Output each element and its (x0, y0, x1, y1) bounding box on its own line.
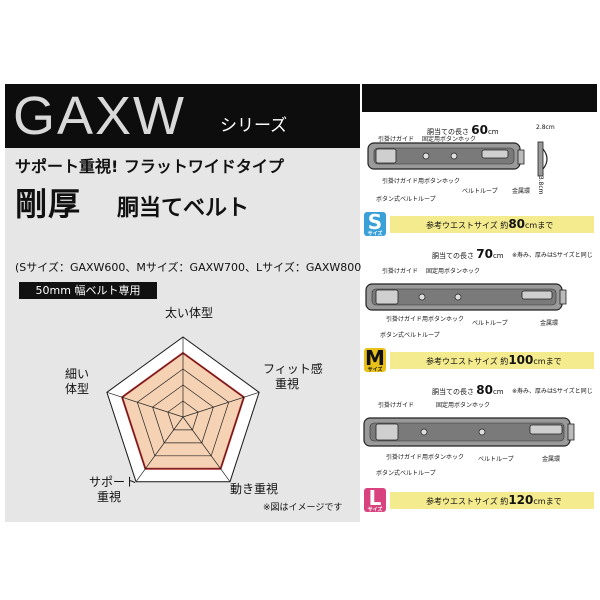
product-name-sub: 胴当てベルト (117, 196, 250, 221)
belt-length: 胴当ての長さ 60cm (427, 123, 499, 137)
belt-length: 胴当ての長さ 80cm (432, 383, 504, 397)
metal-ring (559, 289, 567, 305)
button-hook (478, 428, 486, 436)
radar-chart (106, 336, 260, 483)
hook-guide (375, 423, 399, 441)
button-hook (420, 428, 428, 436)
label-hook-button: 引掛けガイド用ボタンホック (386, 316, 465, 323)
label-belt-loop: ベルトループ (462, 188, 498, 195)
belt-loop (521, 290, 553, 300)
waist-size-s: 参考ウエストサイズ 約80cmまで (390, 216, 594, 233)
radar-spoke (182, 416, 231, 482)
radar-label-bottom-left-1: サポート (89, 475, 138, 489)
belt-loop (481, 149, 509, 159)
radar-spoke (106, 391, 184, 418)
size-model-list: (Sサイズ：GAXW600、Mサイズ：GAXW700、Lサイズ：GAXW800) (15, 261, 366, 274)
belt-diagram (363, 417, 575, 447)
label-button-loop: ボタン式ベルトループ (380, 332, 440, 339)
title-bar: GAXW シリーズ (5, 84, 360, 148)
label-metal-ring: 金属環 (540, 320, 559, 327)
label-hook-button: 引掛けガイド用ボタンホック (382, 178, 461, 185)
radar-label-top: 太い体型 (165, 306, 214, 320)
button-hook (454, 293, 462, 301)
right-top-bar (362, 84, 597, 112)
belt-block-m: 胴当ての長さ 70cm ※寿み、厚みはSサイズと同じ 引掛けガイド 固定用ボタン… (362, 244, 597, 384)
width-badge: 50mm 幅ベルト専用 (19, 282, 157, 299)
image-note: ※図はイメージです (263, 503, 343, 513)
label-button-hook: 固定用ボタンホック (426, 268, 481, 275)
belt-inner-band (371, 288, 557, 306)
label-button-loop: ボタン式ベルトループ (376, 470, 436, 477)
series-label: シリーズ (220, 116, 288, 136)
radar-label-right-2: 重視 (275, 377, 300, 391)
label-metal-ring: 金属環 (512, 188, 531, 195)
side-metal-ring (542, 148, 548, 170)
belt-block-l: 胴当ての長さ 80cm ※寿み、厚みはSサイズと同じ 引掛けガイド 固定用ボタン… (362, 384, 597, 522)
metal-ring (567, 423, 575, 441)
button-hook (450, 152, 458, 160)
radar-label-bottom-left-2: 重視 (97, 490, 122, 504)
button-hook (422, 152, 430, 160)
radar-grid (106, 336, 260, 483)
belt-block-s: 胴当ての長さ 60cm 2.8cm 13.8cm 引掛けガイド 固定用ボタンホッ… (362, 112, 597, 242)
model-name: GAXW (13, 86, 187, 146)
left-panel: GAXW シリーズ サポート重視! フラットワイドタイプ 剛厚 胴当てベルト (… (5, 84, 366, 522)
product-panel: GAXW シリーズ サポート重視! フラットワイドタイプ 剛厚 胴当てベルト (… (5, 84, 597, 522)
radar-ring (152, 384, 214, 444)
right-panel: 胴当ての長さ 60cm 2.8cm 13.8cm 引掛けガイド 固定用ボタンホッ… (362, 84, 597, 522)
label-hook-button: 引掛けガイド用ボタンホック (386, 454, 465, 461)
radar-ring (136, 368, 230, 457)
radar-label-bottom-right: 動き重視 (230, 482, 279, 496)
radar-label-left-1: 細い (65, 367, 90, 381)
label-button-hook: 固定用ボタンホック (436, 402, 491, 409)
metal-ring (517, 149, 525, 165)
radar-spoke (135, 416, 184, 482)
radar-ring (106, 336, 260, 483)
belt-note: ※寿み、厚みはSサイズと同じ (512, 252, 593, 259)
hook-guide (375, 289, 399, 305)
belt-inner-band (369, 422, 565, 442)
radar-ring (167, 400, 199, 431)
label-button-hook: 固定用ボタンホック (422, 136, 477, 143)
hook-guide (375, 148, 397, 164)
belt-diagram (367, 141, 548, 177)
button-hook (418, 293, 426, 301)
label-hook-guide: 引掛けガイド (378, 136, 415, 143)
label-belt-loop: ベルトループ (472, 320, 508, 327)
radar-label-right-1: フィット感 (263, 362, 323, 376)
belt-loop (529, 424, 563, 435)
radar-ring (121, 352, 245, 470)
radar-spoke (182, 391, 260, 418)
label-metal-ring: 金属環 (542, 456, 561, 463)
radar-label-left-2: 体型 (65, 382, 90, 396)
belt-diagram (365, 283, 567, 311)
belt-inner-band (373, 147, 515, 165)
label-button-loop: ボタン式ベルトループ (376, 196, 436, 203)
label-hook-guide: 引掛けガイド (382, 268, 419, 275)
belt-length: 胴当ての長さ 70cm (432, 247, 504, 261)
belt-thickness: 2.8cm (536, 124, 555, 131)
product-name-big: 剛厚 (15, 185, 82, 223)
waist-size-l: 参考ウエストサイズ 約120cmまで (390, 492, 594, 509)
tagline: サポート重視! フラットワイドタイプ (15, 157, 284, 176)
label-belt-loop: ベルトループ (478, 456, 514, 463)
waist-size-m: 参考ウエストサイズ 約100cmまで (390, 352, 594, 369)
belt-note: ※寿み、厚みはSサイズと同じ (512, 388, 593, 395)
label-hook-guide: 引掛けガイド (378, 402, 415, 409)
belt-side-view (537, 141, 544, 177)
